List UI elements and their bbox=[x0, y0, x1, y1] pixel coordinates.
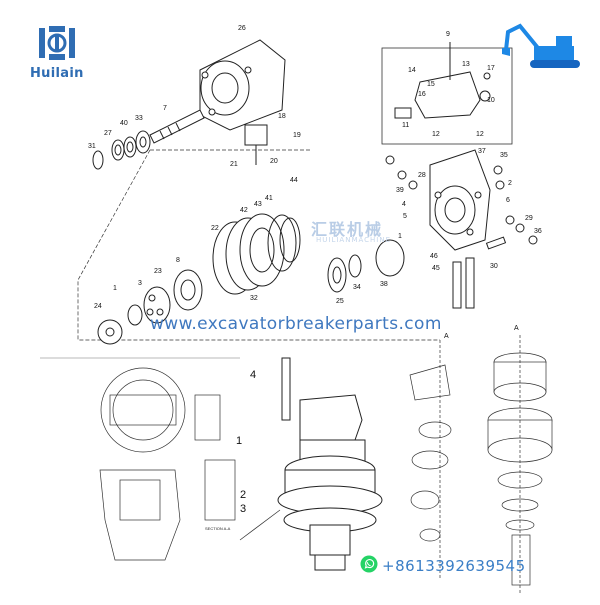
callout-number: 36 bbox=[534, 228, 542, 235]
callout-number: 3 bbox=[240, 503, 246, 515]
callout-number: 10 bbox=[487, 97, 495, 104]
callout-number: 31 bbox=[88, 143, 96, 150]
callout-number: 35 bbox=[500, 152, 508, 159]
callout-number: 1 bbox=[236, 435, 242, 447]
callout-number: 17 bbox=[487, 65, 495, 72]
valve-inset-frame bbox=[381, 47, 513, 145]
callout-number: 15 bbox=[427, 81, 435, 88]
callout-number: 3 bbox=[138, 280, 142, 287]
watermark-text: 汇联机械 bbox=[311, 220, 384, 239]
callout-number: 37 bbox=[478, 148, 486, 155]
callout-number: 19 bbox=[293, 132, 301, 139]
fittings-column bbox=[385, 155, 538, 245]
callout-number: 12 bbox=[432, 131, 440, 138]
ring-gear-stack bbox=[212, 213, 301, 295]
top-assembly-frame bbox=[77, 149, 440, 341]
brand-name: Huilain bbox=[30, 66, 84, 81]
contact-phone[interactable]: +8613392639545 bbox=[382, 557, 526, 575]
callout-number: 1 bbox=[113, 285, 117, 292]
motor-housing bbox=[429, 149, 491, 251]
lower-bearings bbox=[327, 239, 405, 293]
callout-number: 7 bbox=[163, 105, 167, 112]
callout-labels-bottom: 4 1 2 3 bbox=[236, 369, 256, 515]
callout-number: 29 bbox=[525, 215, 533, 222]
spool-shafts bbox=[452, 236, 507, 309]
website-url[interactable]: www.excavatorbreakerparts.com bbox=[150, 314, 442, 334]
callout-number: 45 bbox=[432, 265, 440, 272]
callout-number: 41 bbox=[265, 195, 273, 202]
callout-number: 34 bbox=[353, 284, 361, 291]
callout-number: 39 bbox=[396, 187, 404, 194]
drive-shaft bbox=[149, 109, 205, 144]
upper-housing bbox=[199, 39, 286, 131]
callout-number: 12 bbox=[476, 131, 484, 138]
callout-number: 32 bbox=[250, 295, 258, 302]
exploded-column-right bbox=[487, 335, 553, 595]
callout-number: 18 bbox=[278, 113, 286, 120]
whatsapp-icon bbox=[360, 555, 378, 573]
callout-number: 20 bbox=[270, 158, 278, 165]
callout-number: 23 bbox=[154, 268, 162, 275]
watermark-sub: HUILIANMACHINE bbox=[316, 236, 392, 244]
huilain-logo-icon bbox=[39, 26, 75, 60]
excavator-icon bbox=[502, 23, 580, 68]
callout-number: 33 bbox=[135, 115, 143, 122]
callout-number: 46 bbox=[430, 253, 438, 260]
callout-number: 5 bbox=[403, 213, 407, 220]
callout-number: 11 bbox=[402, 122, 409, 129]
callout-number: 27 bbox=[104, 130, 112, 137]
exploded-column-center bbox=[409, 340, 452, 580]
callout-number: 16 bbox=[418, 91, 426, 98]
sectional-view-left bbox=[99, 367, 281, 561]
callout-number: 4 bbox=[250, 369, 256, 381]
callout-number: 30 bbox=[490, 263, 498, 270]
callout-number: 28 bbox=[418, 172, 426, 179]
callout-number: 21 bbox=[230, 161, 238, 168]
callout-number: 38 bbox=[380, 281, 388, 288]
planet-carrier bbox=[97, 269, 203, 345]
callout-number: 8 bbox=[176, 257, 180, 264]
callout-number: 14 bbox=[408, 67, 416, 74]
relief-valve-block bbox=[394, 42, 491, 119]
callout-number: 9 bbox=[446, 31, 450, 38]
callout-number: 22 bbox=[211, 225, 219, 232]
callout-number: 24 bbox=[94, 303, 102, 310]
callout-number: 13 bbox=[462, 61, 470, 68]
swing-motor-assembly bbox=[277, 357, 383, 571]
callout-number: 2 bbox=[240, 489, 246, 501]
sensor-block bbox=[244, 124, 268, 165]
callout-number: 42 bbox=[240, 207, 248, 214]
view-label-center: A bbox=[444, 333, 449, 340]
callout-number: 44 bbox=[290, 177, 298, 184]
callout-number: 40 bbox=[120, 120, 128, 127]
callout-number: 26 bbox=[238, 25, 246, 32]
bearing-stack bbox=[92, 130, 151, 170]
callout-number: 4 bbox=[402, 201, 406, 208]
view-label-right: A bbox=[514, 325, 519, 332]
callout-number: 43 bbox=[254, 201, 262, 208]
section-label: SECTION A-A bbox=[205, 526, 231, 531]
callout-number: 6 bbox=[506, 197, 510, 204]
callout-number: 25 bbox=[336, 298, 344, 305]
callout-number: 1 bbox=[398, 233, 402, 240]
callout-number: 2 bbox=[508, 180, 512, 187]
